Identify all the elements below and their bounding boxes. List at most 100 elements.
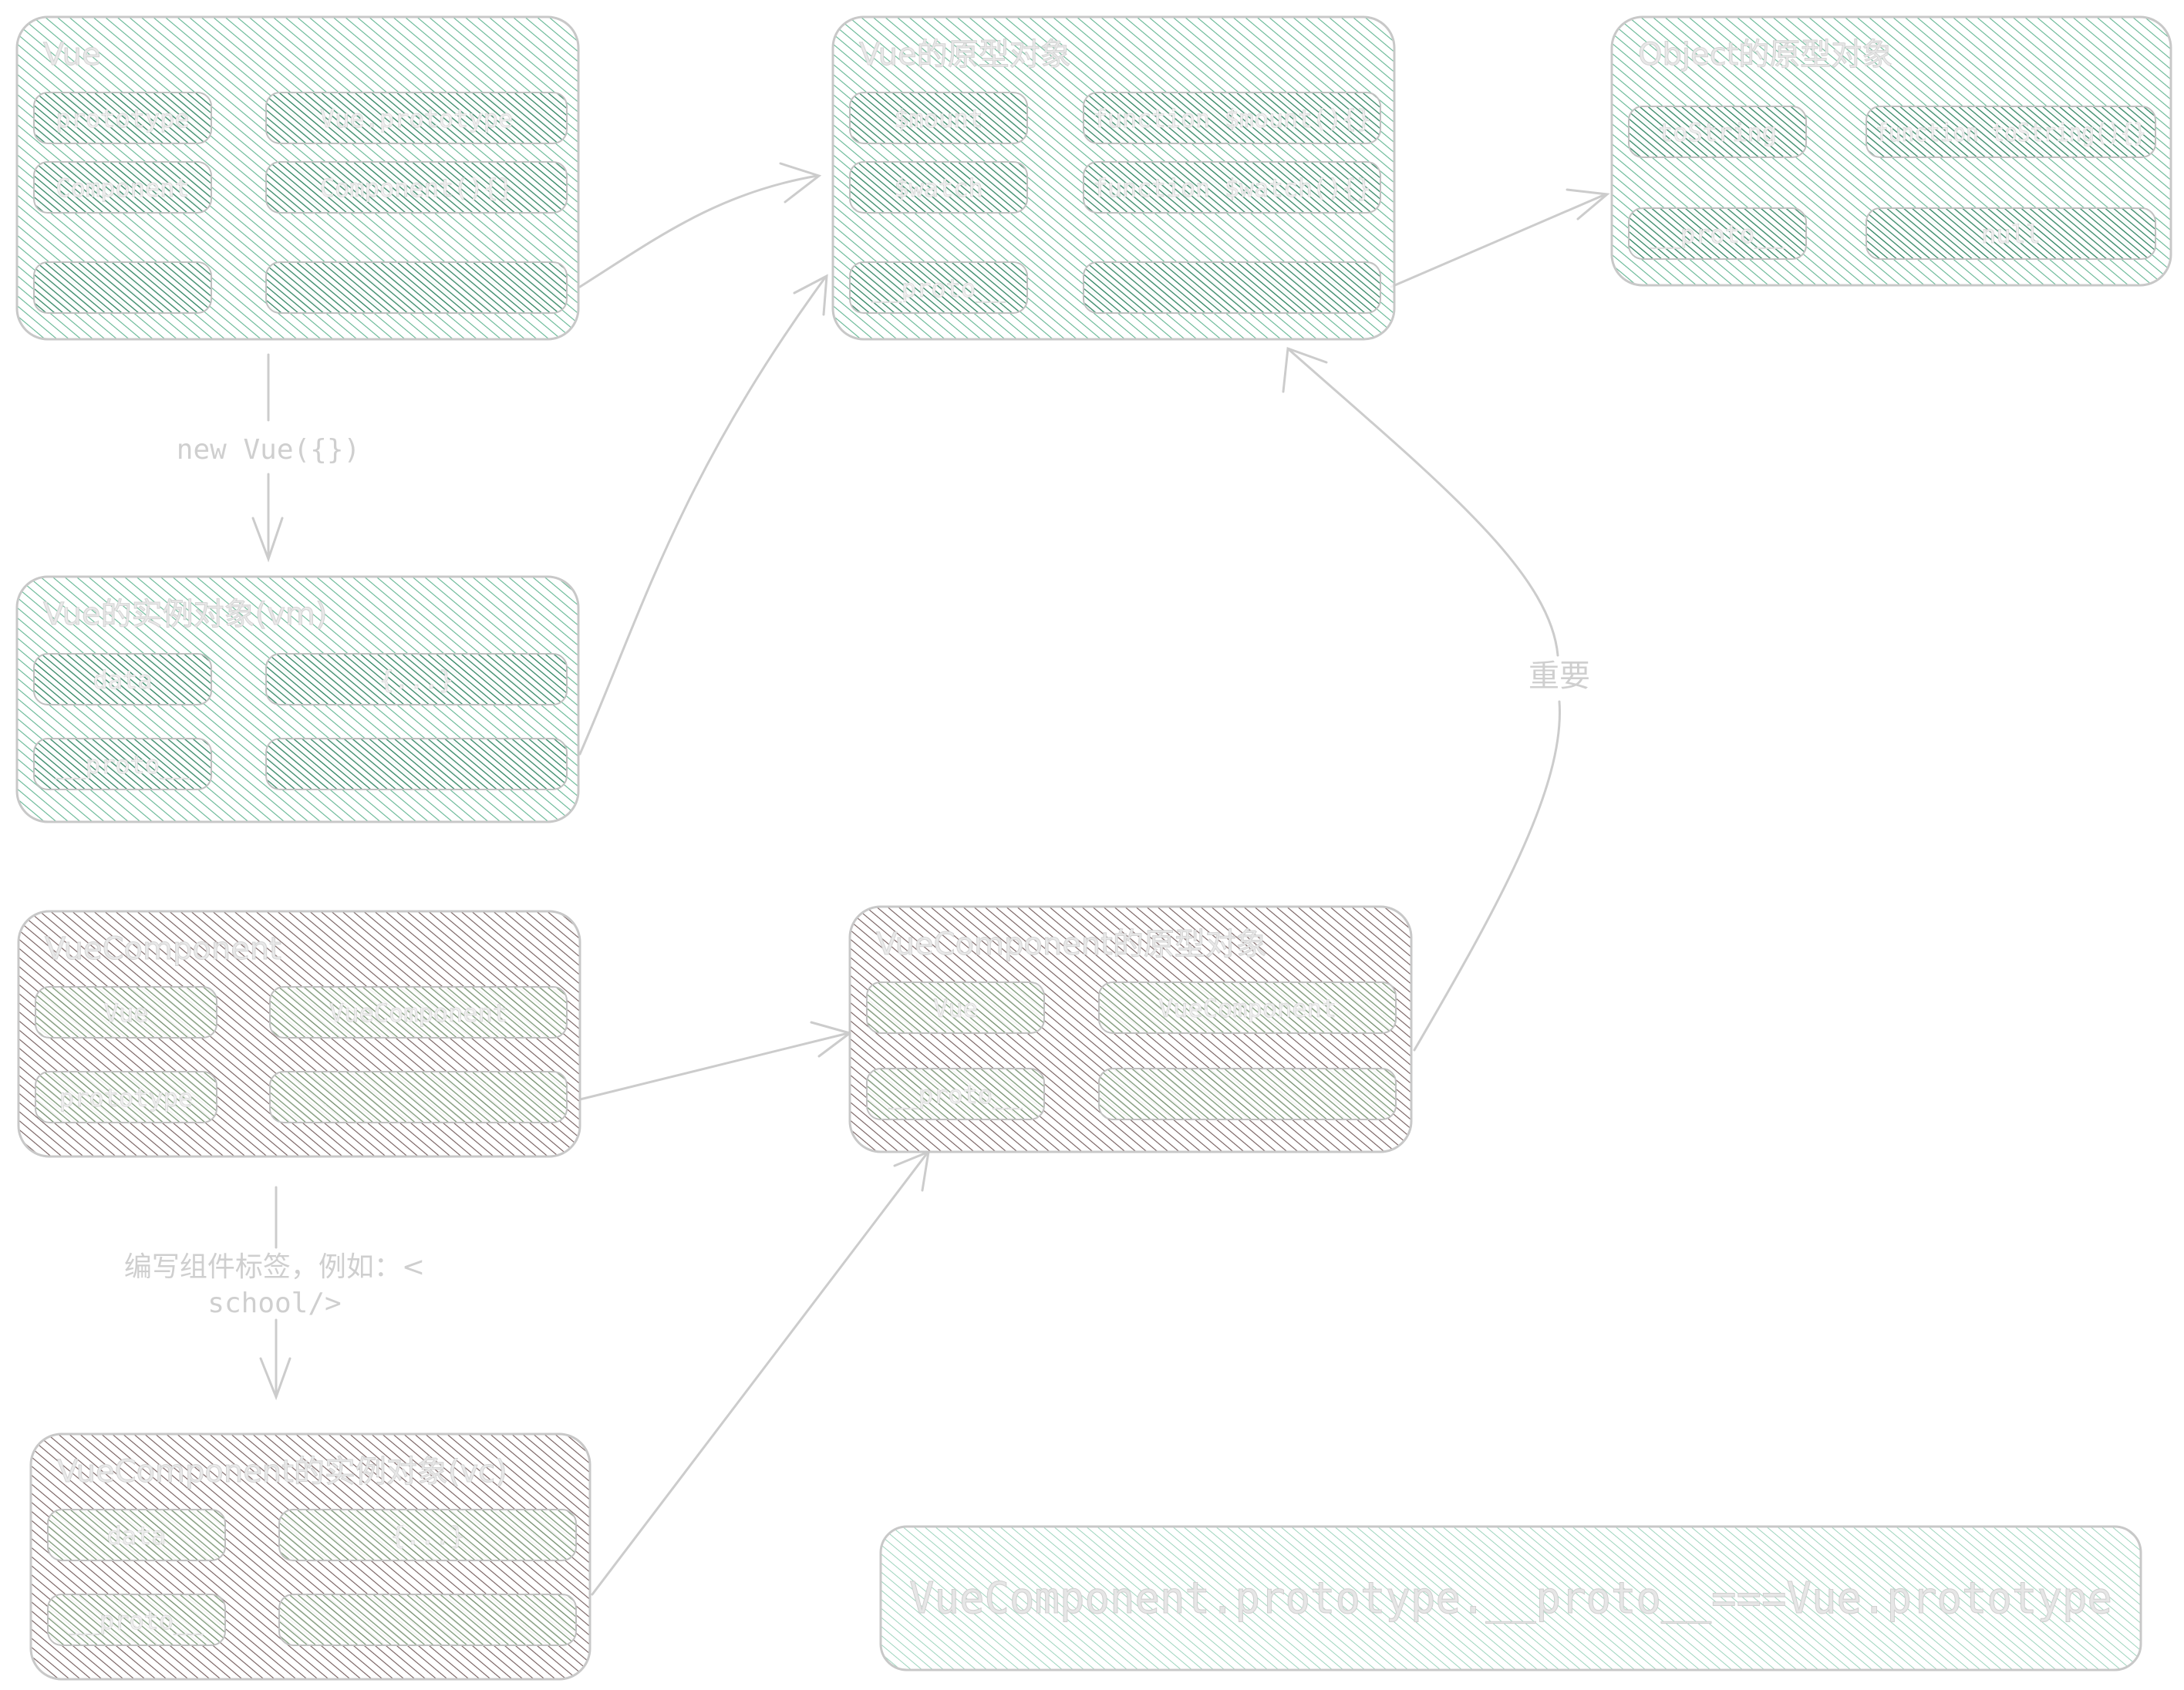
edge-vc-proto-to-vue-proto [1282, 346, 1561, 1052]
field-key: $mount [894, 104, 983, 133]
edge-label-component-tag-line2: school/> [207, 1288, 341, 1319]
node-title: VueComponent的实例对象(vc) [57, 1454, 507, 1490]
node-field-row: __proto__ [849, 261, 1381, 314]
field-value-box [1866, 207, 2156, 260]
node-field-row: Vue VueComponent [35, 986, 568, 1039]
field-value: Component(){} [320, 173, 513, 203]
node-title: Vue的实例对象(vm) [43, 597, 327, 632]
field-key-box [849, 261, 1028, 314]
field-value-box [269, 986, 568, 1039]
field-key: __proto__ [1650, 220, 1785, 249]
field-key: __proto__ [69, 1606, 204, 1635]
node-title: VueComponent [45, 931, 281, 967]
field-key-box [33, 653, 212, 705]
edge-vuecomponent-to-instance [259, 1186, 292, 1401]
node-field-row [33, 261, 568, 314]
node-field-row: __proto__ [866, 1068, 1397, 1120]
field-value: VueComponent [329, 998, 507, 1028]
edge-label-component-tag-line1: 编写组件标签，例如：< [124, 1251, 425, 1283]
field-key-box [33, 92, 212, 144]
node-field-row: Component Component(){} [33, 161, 568, 214]
field-key: data [106, 1521, 166, 1550]
field-key-box [33, 738, 212, 790]
field-key: prototype [56, 104, 189, 133]
field-key: prototype [59, 1083, 193, 1113]
field-value: function $watch(){} [1093, 173, 1371, 203]
node-field-row: data {...} [33, 653, 568, 705]
field-key: Vue [104, 998, 149, 1028]
field-key-box [33, 261, 212, 314]
field-value: {...} [379, 665, 453, 695]
edge-vc-instance-proto-link [591, 1150, 930, 1596]
field-value: function $mount(){} [1093, 104, 1371, 133]
edge-instance-proto-link [578, 274, 828, 756]
field-key: __proto__ [871, 274, 1006, 303]
field-key-box [47, 1594, 226, 1646]
field-value-box [278, 1594, 577, 1646]
node-field-row: Vue VueComponent [866, 981, 1397, 1034]
node-field-row: toString function toString(){} [1628, 106, 2156, 158]
node-title: Object的原型对象 [1638, 37, 1892, 72]
field-key: Vue [933, 994, 978, 1023]
field-key-box [35, 986, 217, 1039]
field-value: {...} [390, 1521, 464, 1550]
field-value-box [265, 161, 568, 214]
field-key: toString [1658, 118, 1777, 147]
field-value-box [1083, 261, 1381, 314]
field-key: __proto__ [888, 1080, 1023, 1109]
field-key-box [849, 161, 1028, 214]
field-value-box [278, 1509, 577, 1561]
field-key-box [1628, 106, 1807, 158]
field-value-box [1098, 1068, 1397, 1120]
node-title: Vue的原型对象 [859, 37, 1071, 72]
field-key-box [33, 161, 212, 214]
field-key: data [93, 665, 152, 695]
field-value-box [265, 92, 568, 144]
node-field-row: data {...} [47, 1509, 577, 1561]
field-value: function toString(){} [1876, 118, 2146, 147]
node-vue-instance[interactable]: Vue的实例对象(vm) data {...} __proto__ [15, 575, 580, 823]
node-field-row: __proto__ null [1628, 207, 2156, 260]
node-object-prototype[interactable]: Object的原型对象 toString function toString(){}… [1610, 15, 2172, 287]
node-field-row: $watch function $watch(){} [849, 161, 1381, 214]
field-key-box [35, 1071, 217, 1123]
node-title: Vue [43, 37, 101, 72]
field-value-box [1098, 981, 1397, 1034]
field-value-box [265, 738, 568, 790]
field-value-box [1866, 106, 2156, 158]
node-title: VueComponent的原型对象 [876, 927, 1267, 962]
field-value: Vue.prototype [320, 104, 513, 133]
field-key-box [866, 981, 1045, 1034]
field-key: Component [56, 173, 189, 203]
edge-label-important: 重要 [1528, 658, 1590, 694]
edge-vue-proto-to-object-proto [1390, 188, 1610, 288]
field-value-box [1083, 161, 1381, 214]
edge-label-new-vue: new Vue({}) [177, 434, 360, 466]
field-value: VueComponent [1158, 994, 1336, 1023]
field-key-box [47, 1509, 226, 1561]
field-value-box [1083, 92, 1381, 144]
node-vue-prototype[interactable]: Vue的原型对象 $mount function $mount(){} $watch f… [831, 15, 1396, 341]
edge-vue-to-instance [251, 353, 284, 563]
field-value-box [269, 1071, 568, 1123]
field-value-box [265, 261, 568, 314]
field-key: __proto__ [56, 750, 190, 779]
node-field-row: prototype [35, 1071, 568, 1123]
edge-vuecomponent-prototype-link [578, 1021, 853, 1101]
node-vuecomponent-instance[interactable]: VueComponent的实例对象(vc) data {...} __proto__ [29, 1432, 592, 1681]
node-vuecomponent-prototype[interactable]: VueComponent的原型对象 Vue VueComponent __proto_… [848, 905, 1413, 1153]
field-key-box [866, 1068, 1045, 1120]
field-key-box [849, 92, 1028, 144]
edge-vue-prototype-link [578, 162, 822, 288]
node-field-row: __proto__ [47, 1594, 577, 1646]
node-field-row: $mount function $mount(){} [849, 92, 1381, 144]
field-value-box [265, 653, 568, 705]
field-key: $watch [894, 173, 983, 203]
node-field-row: __proto__ [33, 738, 568, 790]
node-field-row: prototype Vue.prototype [33, 92, 568, 144]
field-value: null [1981, 220, 2041, 249]
note-box: VueComponent.prototype.__proto__===Vue.p… [879, 1525, 2142, 1671]
